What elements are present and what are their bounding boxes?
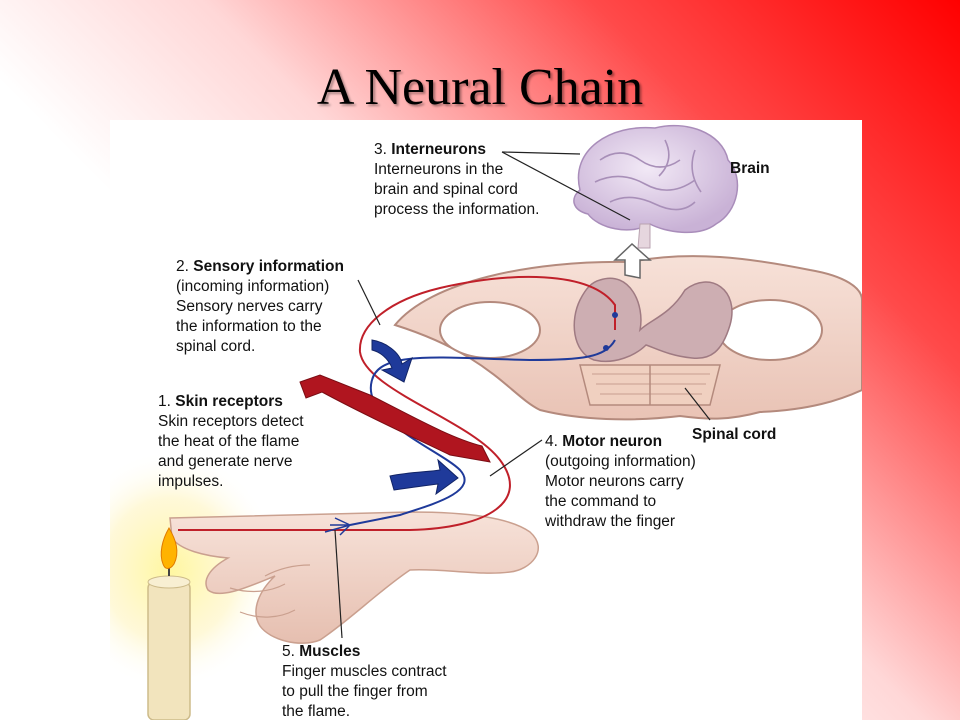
motor-arrow-icon [389,458,459,496]
label-skin-receptors: 1. Skin receptors Skin receptors detect … [158,393,304,490]
label-brain: Brain [730,160,770,177]
flame-icon [160,527,178,569]
spinal-cord-section [393,255,862,421]
motor-arrow-icon [371,339,413,383]
leader-lines [334,151,711,639]
label-muscles: 5. Muscles Finger muscles contract to pu… [282,643,447,720]
candle-icon [147,527,191,720]
label-interneurons: 3. Interneurons Interneurons in the brai… [374,141,540,218]
nerve-endings [324,517,351,536]
motor-nerve-path [349,339,616,526]
sensory-nerve-path [178,275,616,531]
brain-icon [573,124,739,249]
hand-illustration [169,511,539,644]
label-motor-neuron: 4. Motor neuron (outgoing information) M… [545,433,696,530]
slide-title: A Neural Chain [316,59,644,116]
sensory-arrow-icon [299,374,491,463]
neural-chain-figure: 3. Interneurons Interneurons in the brai… [110,120,862,720]
label-sensory-information: 2. Sensory information (incoming informa… [176,258,344,355]
up-arrow-icon [613,242,652,279]
label-spinal-cord: Spinal cord [692,426,777,443]
reflex-arc-illustration [110,124,862,720]
